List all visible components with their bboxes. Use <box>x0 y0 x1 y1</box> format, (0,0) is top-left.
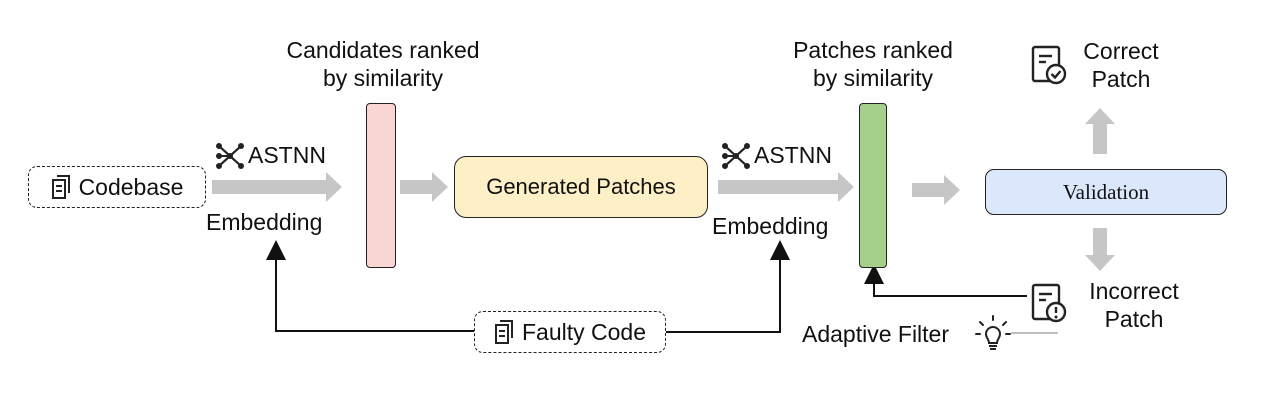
neural-network-icon <box>722 142 750 169</box>
faulty-code-label: Faulty Code <box>521 318 646 345</box>
correct-patch-label: Correct Patch <box>1078 37 1164 93</box>
astnn-label-1: ASTNN <box>216 142 326 169</box>
astnn-text-2: ASTNN <box>754 142 832 168</box>
candidates-ranked-label: Candidates ranked by similarity <box>258 36 508 92</box>
arrow-validation-to-correct <box>1085 108 1115 154</box>
document-icon <box>494 320 514 344</box>
lightbulb-icon <box>974 314 1012 359</box>
adaptive-filter-label: Adaptive Filter <box>802 321 950 347</box>
generated-patches-box: Generated Patches <box>454 156 708 218</box>
candidates-ranked-line2: by similarity <box>322 65 444 91</box>
neural-network-icon <box>216 142 244 169</box>
patches-ranked-line1: Patches ranked <box>793 37 953 63</box>
patches-ranking-bar <box>859 103 887 268</box>
incorrect-patch-line2: Patch <box>1104 306 1164 332</box>
arrow-candidates-to-generated <box>400 172 448 202</box>
codebase-label: Codebase <box>78 173 184 200</box>
document-icon <box>51 175 71 199</box>
candidates-ranked-line1: Candidates ranked <box>286 37 480 63</box>
line-filter-to-patches <box>864 264 1027 297</box>
arrow-patches-to-validation <box>912 175 960 205</box>
astnn-text-1: ASTNN <box>248 142 326 168</box>
correct-patch-line1: Correct <box>1083 38 1159 64</box>
document-error-icon <box>1030 282 1070 331</box>
validation-box: Validation <box>985 169 1227 215</box>
correct-patch-line2: Patch <box>1091 66 1151 92</box>
patches-ranked-label: Patches ranked by similarity <box>778 36 968 92</box>
line-faulty-to-embedding-2 <box>666 240 790 333</box>
incorrect-patch-label: Incorrect Patch <box>1078 277 1190 333</box>
line-faulty-to-embedding-1 <box>266 240 474 332</box>
candidates-ranking-bar <box>366 103 396 268</box>
embedding-label-2: Embedding <box>712 213 829 239</box>
incorrect-patch-line1: Incorrect <box>1089 278 1179 304</box>
astnn-label-2: ASTNN <box>722 142 832 169</box>
arrow-codebase-to-candidates <box>212 172 342 202</box>
arrow-validation-to-incorrect <box>1085 228 1115 271</box>
validation-label: Validation <box>1062 179 1150 204</box>
codebase-box: Codebase <box>28 166 206 208</box>
arrow-generated-to-patches <box>718 172 854 202</box>
document-check-icon <box>1030 44 1070 93</box>
patches-ranked-line2: by similarity <box>812 65 934 91</box>
embedding-label-1: Embedding <box>206 209 323 235</box>
faulty-code-box: Faulty Code <box>474 311 666 353</box>
generated-patches-label: Generated Patches <box>486 174 676 199</box>
